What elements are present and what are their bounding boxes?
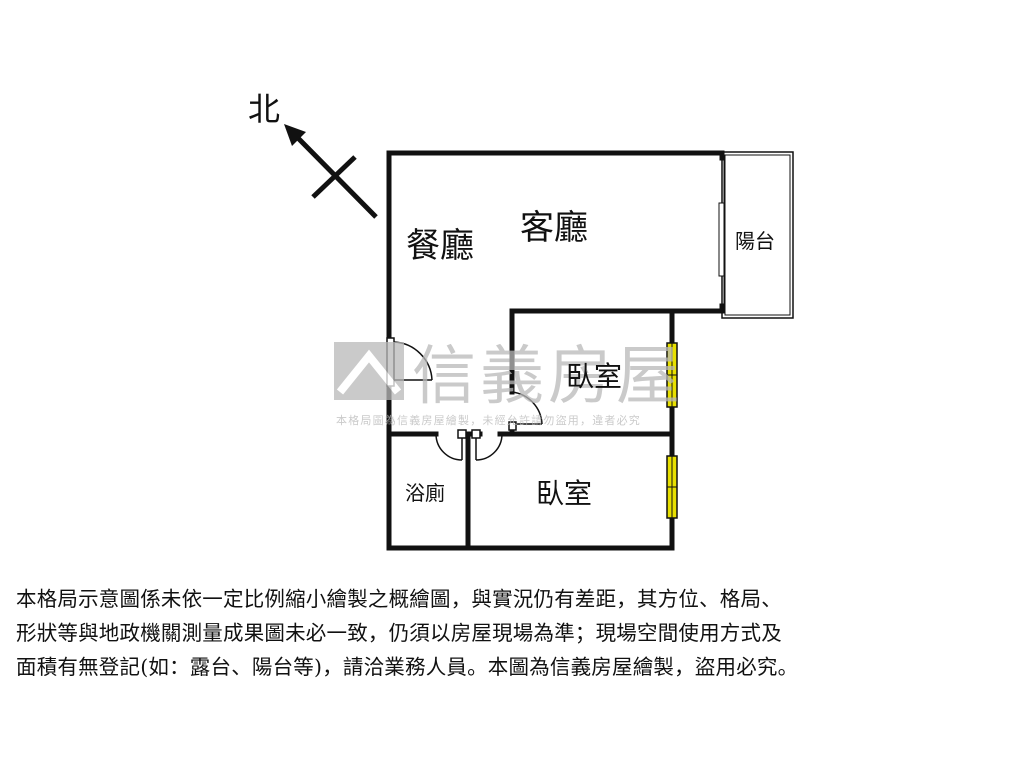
room-label-bedroom-1: 臥室 <box>566 360 622 393</box>
balcony-sliding-door <box>718 202 725 277</box>
watermark-notice: 本格局圖為信義房屋繪製，未經允許請勿盜用，違者必究 <box>336 413 641 427</box>
balcony <box>718 151 794 319</box>
brand-logo-icon <box>334 342 404 400</box>
disclaimer-line-3: 面積有無登記(如：露台、陽台等)，請洽業務人員。本圖為信義房屋繪製，盜用必究。 <box>16 655 799 679</box>
room-label-bedroom-2: 臥室 <box>536 477 592 510</box>
walls <box>386 150 725 551</box>
room-label-bathroom: 浴廁 <box>405 481 445 505</box>
compass-cross-bar <box>311 155 357 199</box>
bedroom-2-window <box>666 455 678 519</box>
bedroom-1-door <box>508 391 543 431</box>
compass-arrowhead <box>284 124 306 146</box>
disclaimer-line-1: 本格局示意圖係未依一定比例縮小繪製之概繪圖，與實況仍有差距，其方位、格局、 <box>16 587 782 611</box>
room-label-balcony: 陽台 <box>735 229 775 253</box>
room-label-living: 客廳 <box>520 208 588 248</box>
disclaimer: 本格局示意圖係未依一定比例縮小繪製之概繪圖，與實況仍有差距，其方位、格局、 形狀… <box>16 582 1016 684</box>
floor-plan: 北 <box>248 90 794 551</box>
north-compass: 北 <box>248 90 378 219</box>
balcony-inner-wall <box>724 154 791 316</box>
disclaimer-line-2: 形狀等與地政機關測量成果圖未必一致，仍須以房屋現場為準；現場空間使用方式及 <box>16 621 782 645</box>
north-label: 北 <box>248 90 280 128</box>
bedroom-2-door <box>471 429 503 461</box>
watermark: 信義房屋 本格局圖為信義房屋繪製，未經允許請勿盜用，違者必究 <box>334 340 684 427</box>
windows <box>666 342 678 519</box>
bedroom-1-window <box>666 342 678 408</box>
watermark-brand: 信義房屋 <box>412 340 684 414</box>
bathroom-door <box>435 429 467 461</box>
room-label-dining: 餐廳 <box>406 226 474 266</box>
